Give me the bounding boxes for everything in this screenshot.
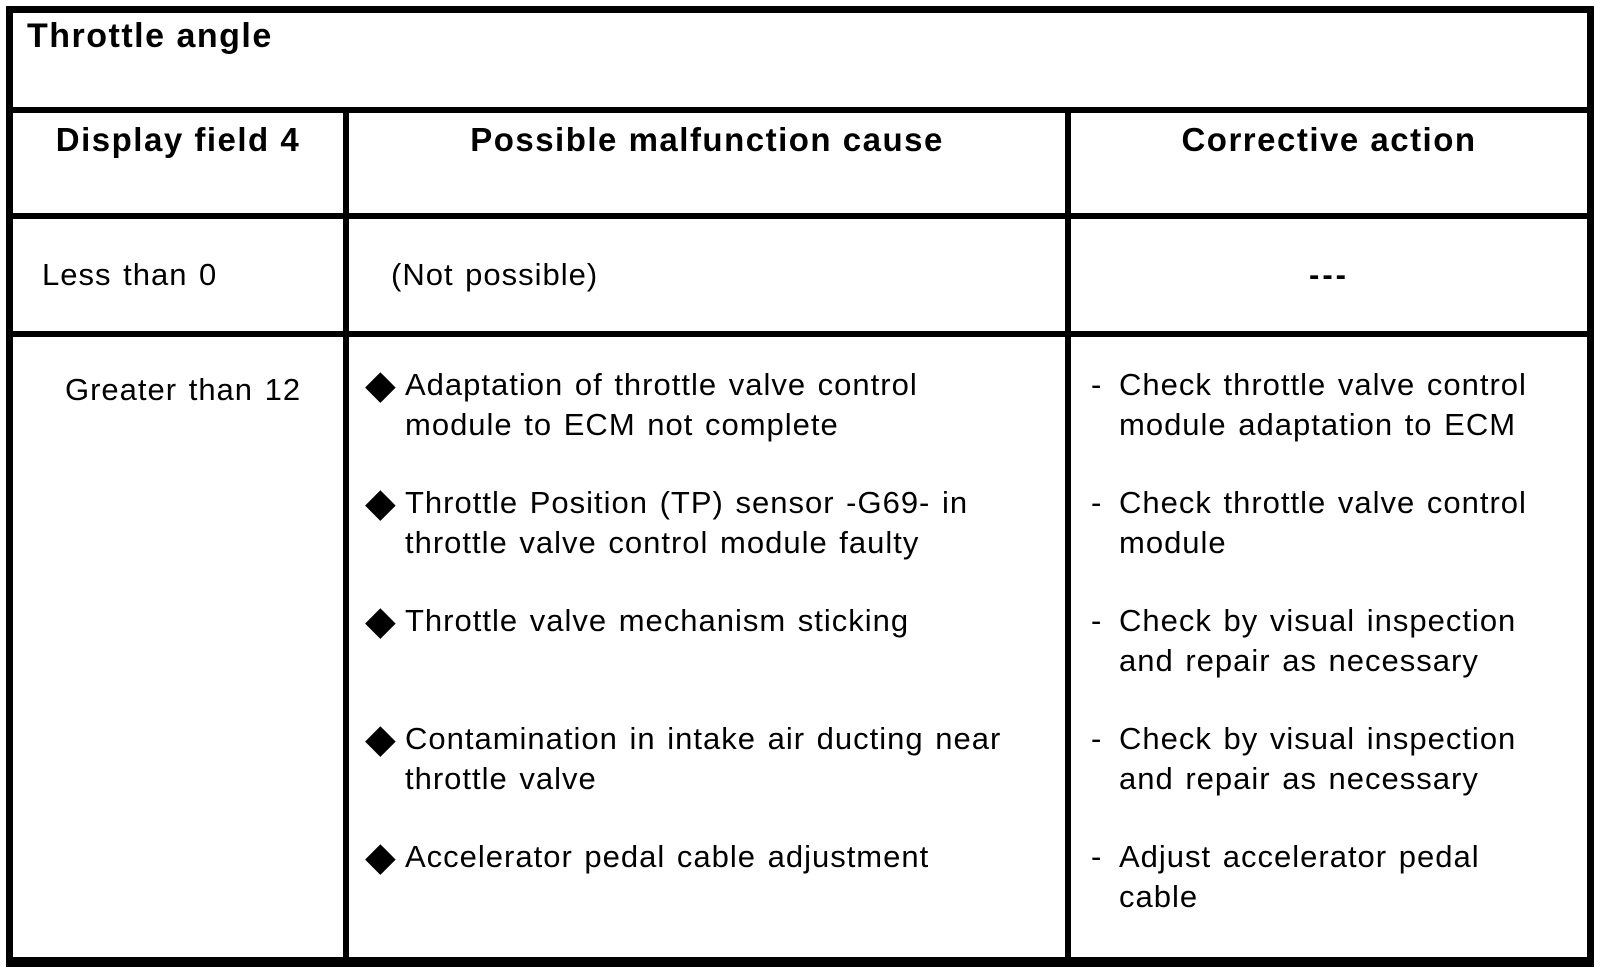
cause-text: Adaptation of throttle valve control mod… xyxy=(405,367,918,442)
dash-icon: - xyxy=(1091,367,1102,402)
display-field-value: Less than 0 xyxy=(42,257,218,292)
cause-text: Contamination in intake air ducting near… xyxy=(405,721,1002,796)
action-item: - Adjust accelerator pedal cable xyxy=(1091,837,1587,955)
dash-icon: - xyxy=(1091,839,1102,874)
dash-icon: - xyxy=(1091,485,1102,520)
table-title-row: Throttle angle xyxy=(13,13,1587,113)
cause-item: ◆ Throttle valve mechanism sticking xyxy=(365,601,1065,719)
corrective-action-none: --- xyxy=(1309,257,1349,292)
row-less-than-0: Less than 0 (Not possible) --- xyxy=(13,219,1587,337)
table-header-row: Display field 4 Possible malfunction cau… xyxy=(13,113,1587,219)
action-item: - Check throttle valve control module xyxy=(1091,483,1587,601)
action-item: - Check by visual inspection and repair … xyxy=(1091,601,1587,719)
column-header-possible-malfunction-cause: Possible malfunction cause xyxy=(343,113,1065,213)
cause-item: ◆ Adaptation of throttle valve control m… xyxy=(365,365,1065,483)
row-greater-than-12: Greater than 12 ◆ Adaptation of throttle… xyxy=(13,337,1587,957)
cause-text: Accelerator pedal cable adjustment xyxy=(405,839,930,874)
display-field-value: Greater than 12 xyxy=(65,372,302,407)
dash-icon: - xyxy=(1091,603,1102,638)
action-text: Check by visual inspection and repair as… xyxy=(1119,721,1517,796)
table-title: Throttle angle xyxy=(27,17,273,55)
throttle-angle-table: Throttle angle Display field 4 Possible … xyxy=(6,6,1594,967)
cause-text: Throttle valve mechanism sticking xyxy=(405,603,910,638)
cause-item: ◆ Contamination in intake air ducting ne… xyxy=(365,719,1065,837)
action-text: Check by visual inspection and repair as… xyxy=(1119,603,1517,678)
action-item: - Check by visual inspection and repair … xyxy=(1091,719,1587,837)
dash-icon: - xyxy=(1091,721,1102,756)
column-header-display-field-4: Display field 4 xyxy=(55,121,301,158)
diamond-bullet-icon: ◆ xyxy=(365,837,396,880)
action-text: Adjust accelerator pedal cable xyxy=(1119,839,1480,914)
action-item: - Check throttle valve control module ad… xyxy=(1091,365,1587,483)
cause-item: ◆ Throttle Position (TP) sensor -G69- in… xyxy=(365,483,1065,601)
diamond-bullet-icon: ◆ xyxy=(365,601,396,644)
action-text: Check throttle valve control module xyxy=(1119,485,1527,560)
cause-list: ◆ Adaptation of throttle valve control m… xyxy=(343,337,1065,957)
action-text: Check throttle valve control module adap… xyxy=(1119,367,1527,442)
diamond-bullet-icon: ◆ xyxy=(365,365,396,408)
action-list: - Check throttle valve control module ad… xyxy=(1065,337,1587,957)
diamond-bullet-icon: ◆ xyxy=(365,483,396,526)
malfunction-cause-value: (Not possible) xyxy=(391,257,599,292)
cause-text: Throttle Position (TP) sensor -G69- in t… xyxy=(405,485,969,560)
cause-item: ◆ Accelerator pedal cable adjustment xyxy=(365,837,1065,955)
diamond-bullet-icon: ◆ xyxy=(365,719,396,762)
column-header-corrective-action: Corrective action xyxy=(1065,113,1587,213)
